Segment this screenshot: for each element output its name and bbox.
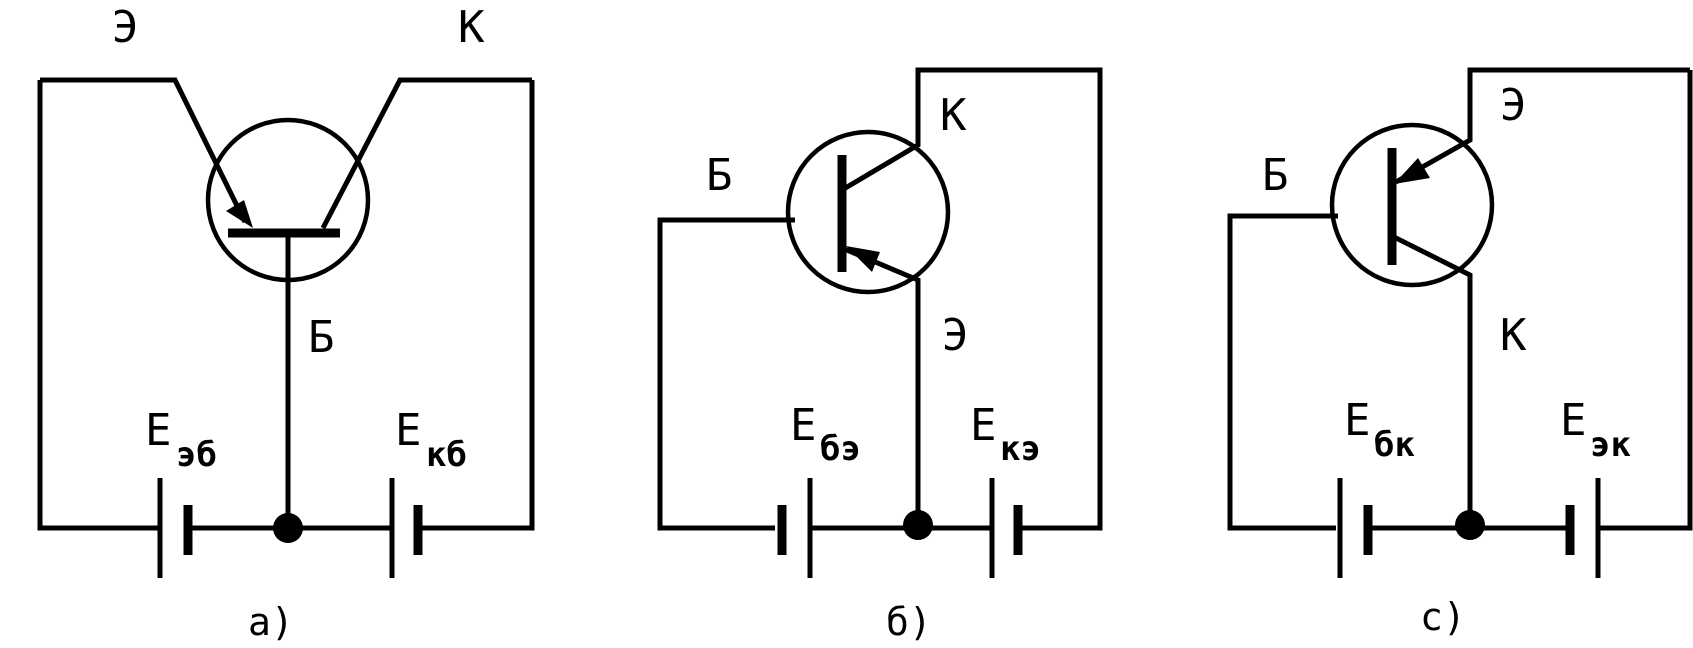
label-a-source-right: Е: [395, 405, 422, 456]
caption-c: с): [1420, 595, 1466, 639]
label-b-source-left: Е: [790, 400, 817, 451]
circuit-b-junction-dot: [903, 510, 933, 540]
label-b-source-right: Е: [970, 400, 997, 451]
transistor-c-body: [1329, 122, 1495, 288]
label-a-collector: К: [458, 2, 485, 53]
label-a-base: Б: [308, 312, 335, 363]
circuit-c-common-collector: Э Б К Е бк Е эк с): [1227, 67, 1693, 639]
transistor-c-emitter-arrow: [1394, 158, 1430, 184]
label-c-source-right-sub: эк: [1590, 425, 1631, 465]
label-c-base: Б: [1262, 150, 1289, 201]
circuit-b-common-emitter: К Б Э Е бэ Е кэ б): [657, 67, 1103, 644]
label-a-source-left: Е: [145, 405, 172, 456]
label-b-collector: К: [940, 90, 967, 141]
circuit-c-right-wire: [1600, 70, 1693, 531]
circuit-a-common-base: Э К Б Е эб Е кб а): [37, 2, 535, 644]
label-b-base: Б: [706, 150, 733, 201]
label-c-source-left: Е: [1344, 395, 1371, 446]
transistor-b-base-lead: [657, 217, 795, 531]
transistor-b-emitter-arrow: [846, 246, 880, 272]
caption-b: б): [886, 600, 932, 644]
transistor-c-collector-lead: [1390, 233, 1473, 528]
label-a-emitter: Э: [112, 2, 139, 53]
transistor-c-base-lead: [1227, 213, 1338, 531]
transistor-a-emitter-arrow: [226, 200, 253, 228]
caption-a: а): [248, 600, 294, 644]
label-c-source-right: Е: [1560, 395, 1587, 446]
label-b-source-left-sub: бэ: [820, 429, 861, 469]
transistor-c-emitter-lead: [1394, 67, 1690, 185]
label-b-emitter: Э: [942, 310, 969, 361]
circuit-c-junction-dot: [1455, 510, 1485, 540]
circuit-a-left-wire: [37, 80, 158, 531]
transistor-b-body: [785, 129, 951, 295]
transistor-b-collector-lead: [840, 67, 1103, 531]
transistor-a-emitter-lead: [40, 77, 248, 224]
label-a-source-right-sub: кб: [426, 435, 467, 475]
label-c-collector: К: [1500, 310, 1527, 361]
label-a-source-left-sub: эб: [176, 435, 217, 475]
circuit-a-right-wire: [418, 80, 535, 531]
transistor-a-collector-lead: [320, 77, 532, 230]
label-b-source-right-sub: кэ: [1000, 429, 1041, 469]
label-c-emitter: Э: [1500, 80, 1527, 131]
label-c-source-left-sub: бк: [1374, 425, 1415, 465]
circuit-a-junction-dot: [273, 513, 303, 543]
